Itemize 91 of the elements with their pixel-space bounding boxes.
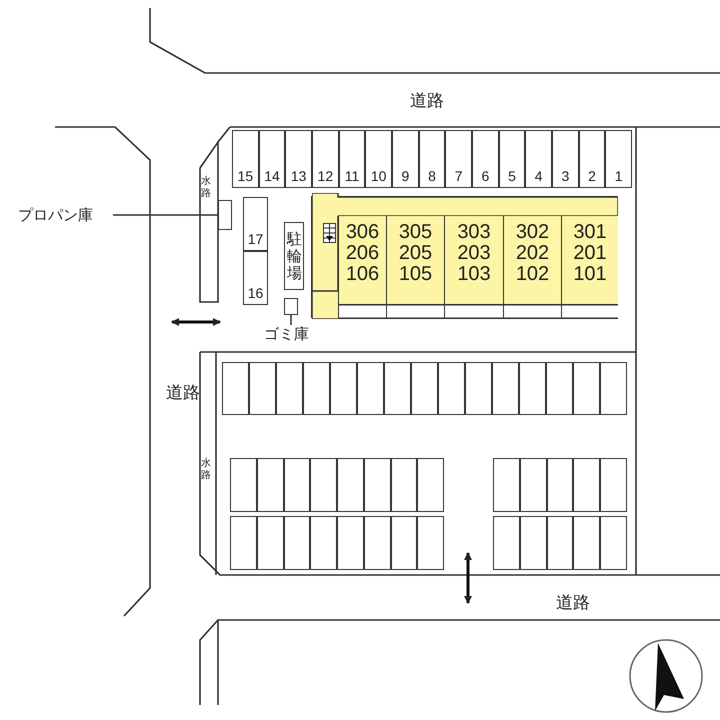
bicycle-parking: 駐輪場 [284, 222, 304, 290]
room-number: 201 [573, 243, 607, 264]
room-number: 203 [457, 243, 491, 264]
room-number: 106 [346, 264, 380, 285]
parking-space [600, 458, 627, 512]
parking-space [230, 516, 257, 570]
parking-space [284, 516, 310, 570]
parking-space [337, 458, 364, 512]
room-number: 306 [346, 222, 380, 243]
apartment-unit [338, 216, 386, 319]
parking-space [417, 458, 444, 512]
storage-label: プロパン庫 [18, 206, 110, 228]
parking-space [276, 362, 303, 415]
parking-space [256, 516, 284, 570]
parking-space: 17 [243, 197, 268, 251]
parking-space [546, 362, 573, 415]
parking-space [222, 362, 249, 415]
apartment-unit [444, 216, 503, 319]
room-number: 305 [398, 222, 432, 243]
parking-space [520, 458, 547, 512]
parking-space [465, 362, 492, 415]
parking-space: 3 [552, 130, 579, 188]
parking-space [310, 458, 337, 512]
parking-space: 2 [578, 130, 606, 188]
parking-space [390, 516, 418, 570]
parking-space [249, 362, 276, 415]
parking-space [384, 362, 411, 415]
parking-space [573, 458, 600, 512]
parking-space [600, 516, 627, 570]
waterway-label: 水路 [201, 176, 212, 200]
parking-space [520, 516, 547, 570]
parking-space [337, 516, 364, 570]
parking-space [364, 516, 390, 570]
storage-box [284, 298, 298, 315]
room-number: 206 [346, 243, 380, 264]
apartment-unit [503, 216, 561, 319]
parking-space [357, 362, 384, 415]
room-number: 105 [398, 264, 432, 285]
road-label: 道路 [556, 592, 590, 614]
parking-space [573, 362, 600, 415]
parking-space: 4 [525, 130, 552, 188]
room-number: 302 [516, 222, 550, 243]
apartment-unit [386, 216, 444, 319]
parking-space: 6 [472, 130, 499, 188]
road-label: 道路 [166, 382, 200, 404]
room-number: 301 [573, 222, 607, 243]
parking-space [230, 458, 257, 512]
parking-space [256, 458, 284, 512]
apartment-building [311, 196, 617, 318]
room-number: 202 [516, 243, 550, 264]
parking-space [492, 362, 519, 415]
parking-space [493, 516, 520, 570]
parking-space: 15 [232, 130, 259, 188]
room-number: 101 [573, 264, 607, 285]
parking-space: 14 [258, 130, 286, 188]
parking-space [438, 362, 465, 415]
storage-box [218, 200, 232, 230]
parking-space [546, 516, 574, 570]
parking-space: 9 [392, 130, 419, 188]
parking-space [546, 458, 574, 512]
parking-space: 16 [243, 251, 268, 305]
parking-space: 8 [418, 130, 446, 188]
leader-line [113, 214, 218, 216]
storage-label: ゴミ庫 [264, 325, 324, 345]
parking-space: 10 [365, 130, 392, 188]
parking-space [390, 458, 418, 512]
parking-space [411, 362, 438, 415]
parking-space [573, 516, 600, 570]
parking-space [600, 362, 627, 415]
parking-space [310, 516, 337, 570]
apartment-unit [561, 216, 618, 319]
road-label: 道路 [410, 90, 444, 112]
parking-space: 1 [605, 130, 632, 188]
parking-space [417, 516, 444, 570]
parking-space [519, 362, 546, 415]
parking-space: 5 [498, 130, 526, 188]
room-number: 102 [516, 264, 550, 285]
parking-space [364, 458, 390, 512]
waterway-label: 水路 [201, 458, 212, 482]
parking-space [284, 458, 310, 512]
room-number: 303 [457, 222, 491, 243]
leader-line [290, 315, 292, 325]
parking-space [493, 458, 520, 512]
parking-space: 11 [338, 130, 366, 188]
parking-space [303, 362, 330, 415]
parking-space: 12 [312, 130, 339, 188]
room-number: 103 [457, 264, 491, 285]
parking-space: 7 [445, 130, 472, 188]
room-number: 205 [398, 243, 432, 264]
parking-space [330, 362, 357, 415]
parking-space: 13 [285, 130, 312, 188]
